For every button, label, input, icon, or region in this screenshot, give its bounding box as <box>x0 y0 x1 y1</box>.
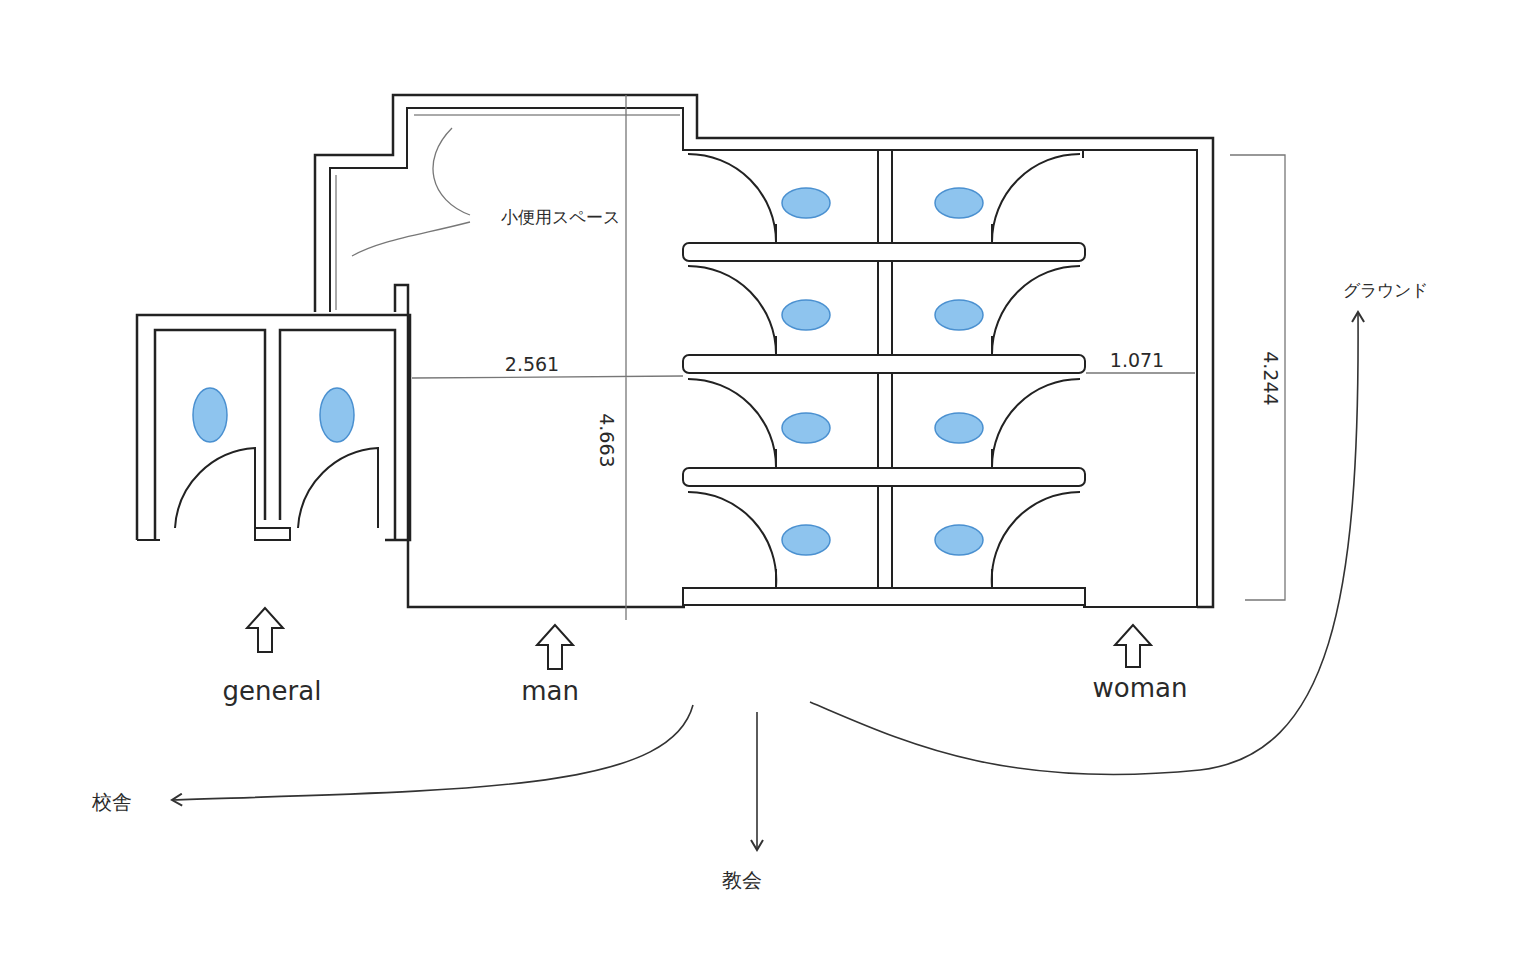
toilet-bowl <box>782 188 830 218</box>
entrance-arrow <box>537 625 573 669</box>
toilet-bowl <box>782 525 830 555</box>
inner-wall <box>330 108 1197 607</box>
door-arc <box>688 154 776 587</box>
dimension-value: 1.071 <box>1108 350 1166 371</box>
direction-label: グラウンド <box>1341 281 1430 300</box>
leader-line <box>352 128 470 256</box>
toilet-bowl <box>782 413 830 443</box>
direction-arrow <box>756 712 758 850</box>
stall-partition <box>683 243 1085 261</box>
dimension-value: 4.244 <box>1260 349 1281 407</box>
toilet-bowl <box>935 188 983 218</box>
toilet-bowl <box>320 388 354 442</box>
entrance-arrow <box>247 608 283 652</box>
direction-label: 教会 <box>720 869 764 891</box>
door-arc <box>175 448 378 528</box>
outer-wall <box>315 95 1213 607</box>
dimension-value: 2.561 <box>503 354 561 375</box>
dimension-line <box>412 95 1285 620</box>
entrance-label: man <box>519 677 581 706</box>
toilet-bowl <box>935 300 983 330</box>
general-jamb <box>137 528 290 540</box>
toilet-bowl <box>935 413 983 443</box>
direction-label: 校舎 <box>90 791 134 813</box>
stall-partition <box>683 468 1085 486</box>
direction-arrow <box>810 312 1358 775</box>
entrance-label: general <box>221 677 324 706</box>
dimension-value: 4.663 <box>596 411 617 469</box>
door-arc <box>992 154 1080 587</box>
entrance-arrow <box>1115 625 1151 667</box>
urinal-line <box>336 115 680 310</box>
toilet-bowl <box>782 300 830 330</box>
stall-partition <box>683 355 1085 373</box>
general-wall <box>137 315 410 540</box>
man-wall <box>395 285 685 607</box>
direction-arrow <box>172 705 693 800</box>
stall-front-wall <box>685 150 1197 607</box>
toilet-bowl <box>935 525 983 555</box>
entrance-label: woman <box>1091 674 1190 703</box>
stall-partition <box>683 588 1085 605</box>
toilet-bowl <box>193 388 227 442</box>
note-label: 小便用スペース <box>499 208 622 227</box>
